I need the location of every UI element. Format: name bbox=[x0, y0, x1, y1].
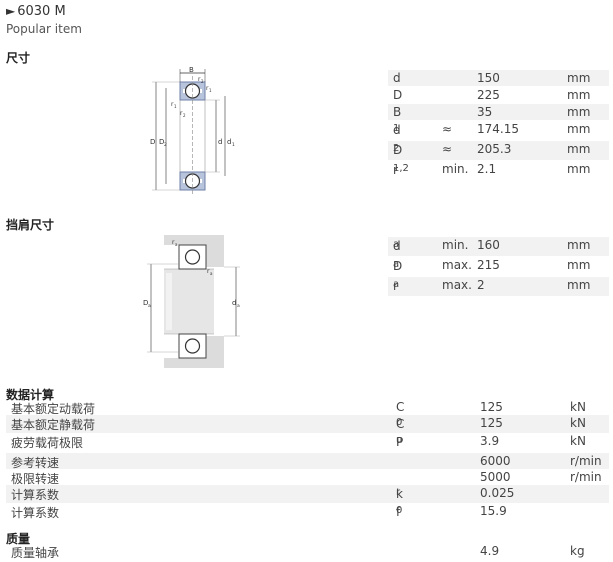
svg-text:1: 1 bbox=[174, 104, 177, 109]
section-heading-dimensions: 尺寸 bbox=[6, 51, 31, 65]
product-title: ►6030 M bbox=[6, 4, 66, 19]
abutment-drawing: r a r a D a d a bbox=[143, 235, 240, 368]
label-ra-top: r bbox=[172, 239, 175, 246]
svg-text:2: 2 bbox=[164, 142, 167, 148]
label-ra-bottom: r bbox=[207, 268, 210, 275]
svg-text:2: 2 bbox=[201, 79, 204, 84]
label-r2-inner: r bbox=[180, 110, 183, 117]
label-B: B bbox=[189, 66, 194, 74]
label-r1-top: r bbox=[206, 85, 209, 92]
svg-text:1: 1 bbox=[209, 88, 212, 93]
label-r1-inner: r bbox=[171, 101, 174, 108]
label-da: d bbox=[232, 299, 236, 307]
svg-text:1: 1 bbox=[232, 142, 235, 148]
designation: 6030 M bbox=[17, 4, 66, 19]
label-Da: D bbox=[143, 299, 148, 307]
section-heading-mass: 质量 bbox=[6, 532, 31, 546]
bearing-dimension-drawing: B r 2 r 1 r 1 r 2 D D 2 d d 1 bbox=[150, 66, 235, 196]
triangle-arrow-icon: ► bbox=[6, 4, 16, 18]
label-D: D bbox=[150, 138, 155, 146]
section-heading-calculation: 数据计算 bbox=[6, 388, 55, 402]
section-heading-abutment: 挡肩尺寸 bbox=[6, 218, 55, 232]
svg-text:2: 2 bbox=[183, 113, 186, 118]
label-D2: D bbox=[159, 138, 164, 146]
svg-text:a: a bbox=[237, 304, 240, 309]
svg-text:a: a bbox=[148, 304, 151, 309]
popular-item-label: Popular item bbox=[6, 22, 82, 36]
label-d1: d bbox=[227, 138, 231, 146]
label-r2-top: r bbox=[198, 76, 201, 83]
svg-text:a: a bbox=[175, 242, 178, 247]
svg-text:a: a bbox=[210, 271, 213, 276]
label-d: d bbox=[218, 138, 222, 146]
